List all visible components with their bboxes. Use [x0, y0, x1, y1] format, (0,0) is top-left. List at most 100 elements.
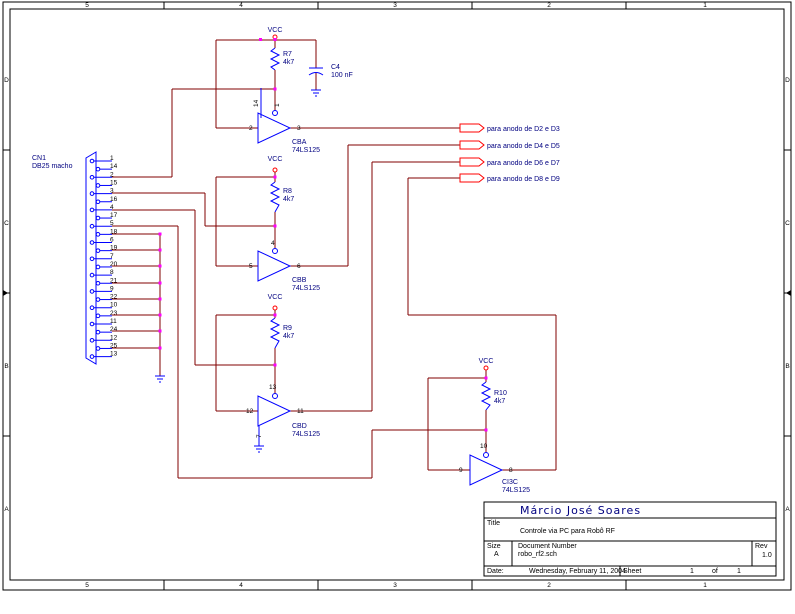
column-label: 2: [547, 582, 551, 589]
connector-pin-number: 8: [110, 269, 114, 276]
connector-pin-contact: [95, 313, 101, 319]
row-label: C: [4, 220, 9, 227]
connector-pin-number: 4: [110, 204, 114, 211]
cbb-value: 74LS125: [292, 285, 320, 292]
row-label: D: [4, 77, 9, 84]
connector-pin-contact: [95, 215, 101, 221]
row-label: B: [4, 363, 8, 370]
resistor-r10: R10 4k7: [480, 370, 507, 411]
author-name: Márcio José Soares: [520, 504, 641, 517]
schematic-title: Controle via PC para Robô RF: [520, 528, 615, 535]
connector-pin-number: 22: [110, 294, 118, 301]
connector-pin-number: 20: [110, 261, 118, 268]
column-label: 5: [85, 582, 89, 589]
ci3c-value: 74LS125: [502, 487, 530, 494]
connector-pin-contact: [89, 256, 95, 262]
port-d8-d9: para anodo de D8 e D9: [459, 173, 560, 183]
connector-pin-number: 6: [110, 237, 114, 244]
connector-pin-contact: [95, 248, 101, 253]
r10-value: 4k7: [494, 398, 505, 405]
rev-label: Rev: [755, 543, 768, 550]
cbd-pin-in: 12: [246, 408, 254, 415]
connector-pin-contact: [89, 305, 95, 311]
connector-pin-contact: [89, 321, 95, 327]
cba-pin-en: 1: [274, 103, 281, 107]
connector-pin-contact: [89, 207, 95, 213]
connector-pin-contact: [89, 223, 95, 229]
junction-dots: [158, 38, 488, 432]
connector-pin-contact: [95, 232, 101, 237]
ci3c-pin-out: 8: [509, 467, 513, 474]
cbd-value: 74LS125: [292, 431, 320, 438]
column-label: 5: [85, 2, 89, 9]
column-label: 1: [703, 582, 707, 589]
cba-value: 74LS125: [292, 147, 320, 154]
connector-pin-contact: [95, 297, 101, 302]
docnum-label: Document Number: [518, 543, 577, 550]
ground-symbols: [155, 82, 321, 453]
connector-type: DB25 macho: [32, 163, 73, 170]
rev-value: 1.0: [762, 552, 772, 559]
date-label: Date:: [487, 568, 504, 575]
vcc-label: VCC: [268, 294, 283, 301]
row-label: A: [785, 506, 790, 513]
connector-pin-number: 24: [110, 326, 118, 333]
connector-pin-contact: [95, 329, 101, 335]
vcc-label: VCC: [268, 156, 283, 163]
connector-pin-contact: [95, 166, 101, 172]
cbb-pin-en: 4: [271, 240, 275, 247]
connector-pin-contact: [95, 346, 101, 351]
connector-pin-contact: [89, 289, 95, 294]
connector-pin-number: 16: [110, 196, 118, 203]
column-label: 1: [703, 2, 707, 9]
buffer-cbd: 12 11 13 7 CBD 74LS125: [246, 384, 320, 438]
connector-pin-number: 14: [110, 163, 118, 170]
cbb-ref: CBB: [292, 277, 307, 284]
connector-pin-contact: [95, 199, 101, 205]
connector-pin-number: 1: [110, 155, 114, 162]
connector-pin-contact: [95, 264, 101, 270]
cba-pin-out: 3: [297, 125, 301, 132]
r7-value: 4k7: [283, 59, 294, 66]
connector-pin-number: 7: [110, 253, 114, 260]
connector-pin-number: 3: [110, 188, 114, 195]
connector-pin-number: 25: [110, 342, 118, 349]
port-d2-d3: para anodo de D2 e D3: [459, 123, 560, 133]
connector-pin-contact: [89, 354, 95, 359]
size-label: Size: [487, 543, 501, 550]
column-label: 2: [547, 2, 551, 9]
connector-pins: 1142153164175186197208219221023112412251…: [89, 155, 118, 359]
connector-pin-number: 15: [110, 179, 118, 186]
connector-pin-contact: [89, 240, 95, 245]
cba-ref: CBA: [292, 139, 307, 146]
column-label: 3: [393, 2, 397, 9]
r10-ref: R10: [494, 390, 507, 397]
connector-pin-number: 11: [110, 318, 117, 325]
ground-icon: [155, 375, 165, 383]
ground-icon: [254, 426, 264, 453]
connector-pin-number: 2: [110, 171, 114, 178]
r7-ref: R7: [283, 51, 292, 58]
sheet-label: Sheet: [623, 568, 641, 575]
connector-pin-number: 18: [110, 228, 118, 235]
connector-pin-contact: [95, 280, 101, 286]
cbd-ref: CBD: [292, 423, 307, 430]
size-value: A: [494, 551, 499, 558]
output-ports: para anodo de D2 e D3 para anodo de D4 e…: [459, 123, 560, 183]
buffer-cbb: 5 6 4 CBB 74LS125: [249, 240, 320, 292]
connector-pin-number: 19: [110, 245, 118, 252]
connector-pin-number: 17: [110, 212, 118, 219]
cbb-pin-out: 6: [297, 263, 301, 270]
connector-body: [85, 151, 97, 365]
capacitor-c4: C4 100 nF: [308, 62, 353, 82]
resistor-r8: R8 4k7: [269, 181, 294, 213]
connector-pin-contact: [95, 183, 101, 188]
connector-pin-contact: [89, 175, 95, 180]
row-label: B: [785, 363, 789, 370]
c4-ref: C4: [331, 64, 340, 71]
port-label: para anodo de D2 e D3: [487, 126, 560, 133]
frame-column-labels: 5 4 3 2 1 5 4 3 2 1: [85, 2, 707, 589]
sheet-count: 1: [737, 568, 741, 575]
port-label: para anodo de D8 e D9: [487, 176, 560, 183]
connector-pin-number: 9: [110, 285, 114, 292]
